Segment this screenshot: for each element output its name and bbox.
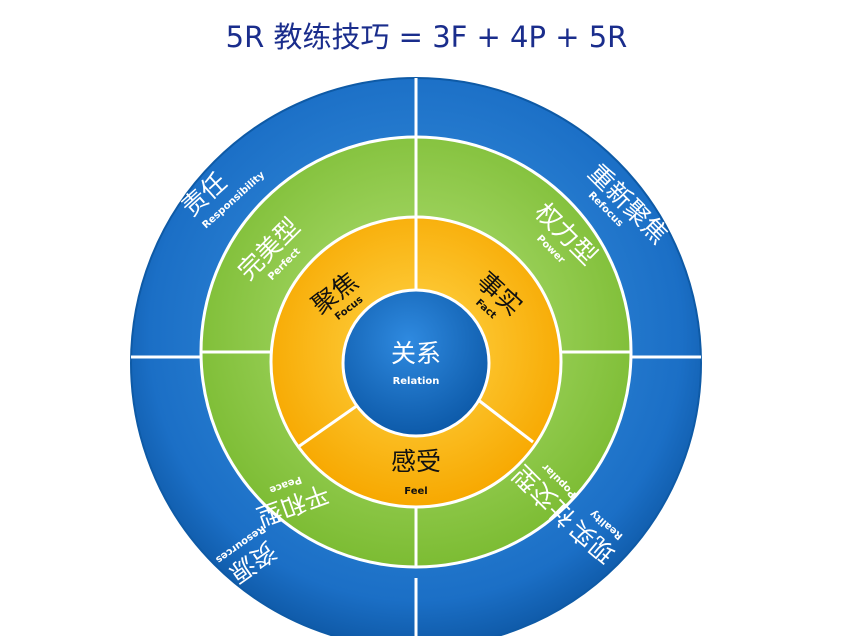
inner-label-feel-zh: 感受 [391,447,441,476]
inner-label-feel-en: Feel [404,486,427,497]
center-label-en: Relation [393,376,440,387]
center-label-zh: 关系 [391,339,441,368]
diagram-title: 5R 教练技巧 = 3F + 4P + 5R [225,20,628,54]
center-circle [341,288,491,438]
inner-divider-lower-right [476,397,534,444]
inner-divider-lower-left [297,403,359,449]
